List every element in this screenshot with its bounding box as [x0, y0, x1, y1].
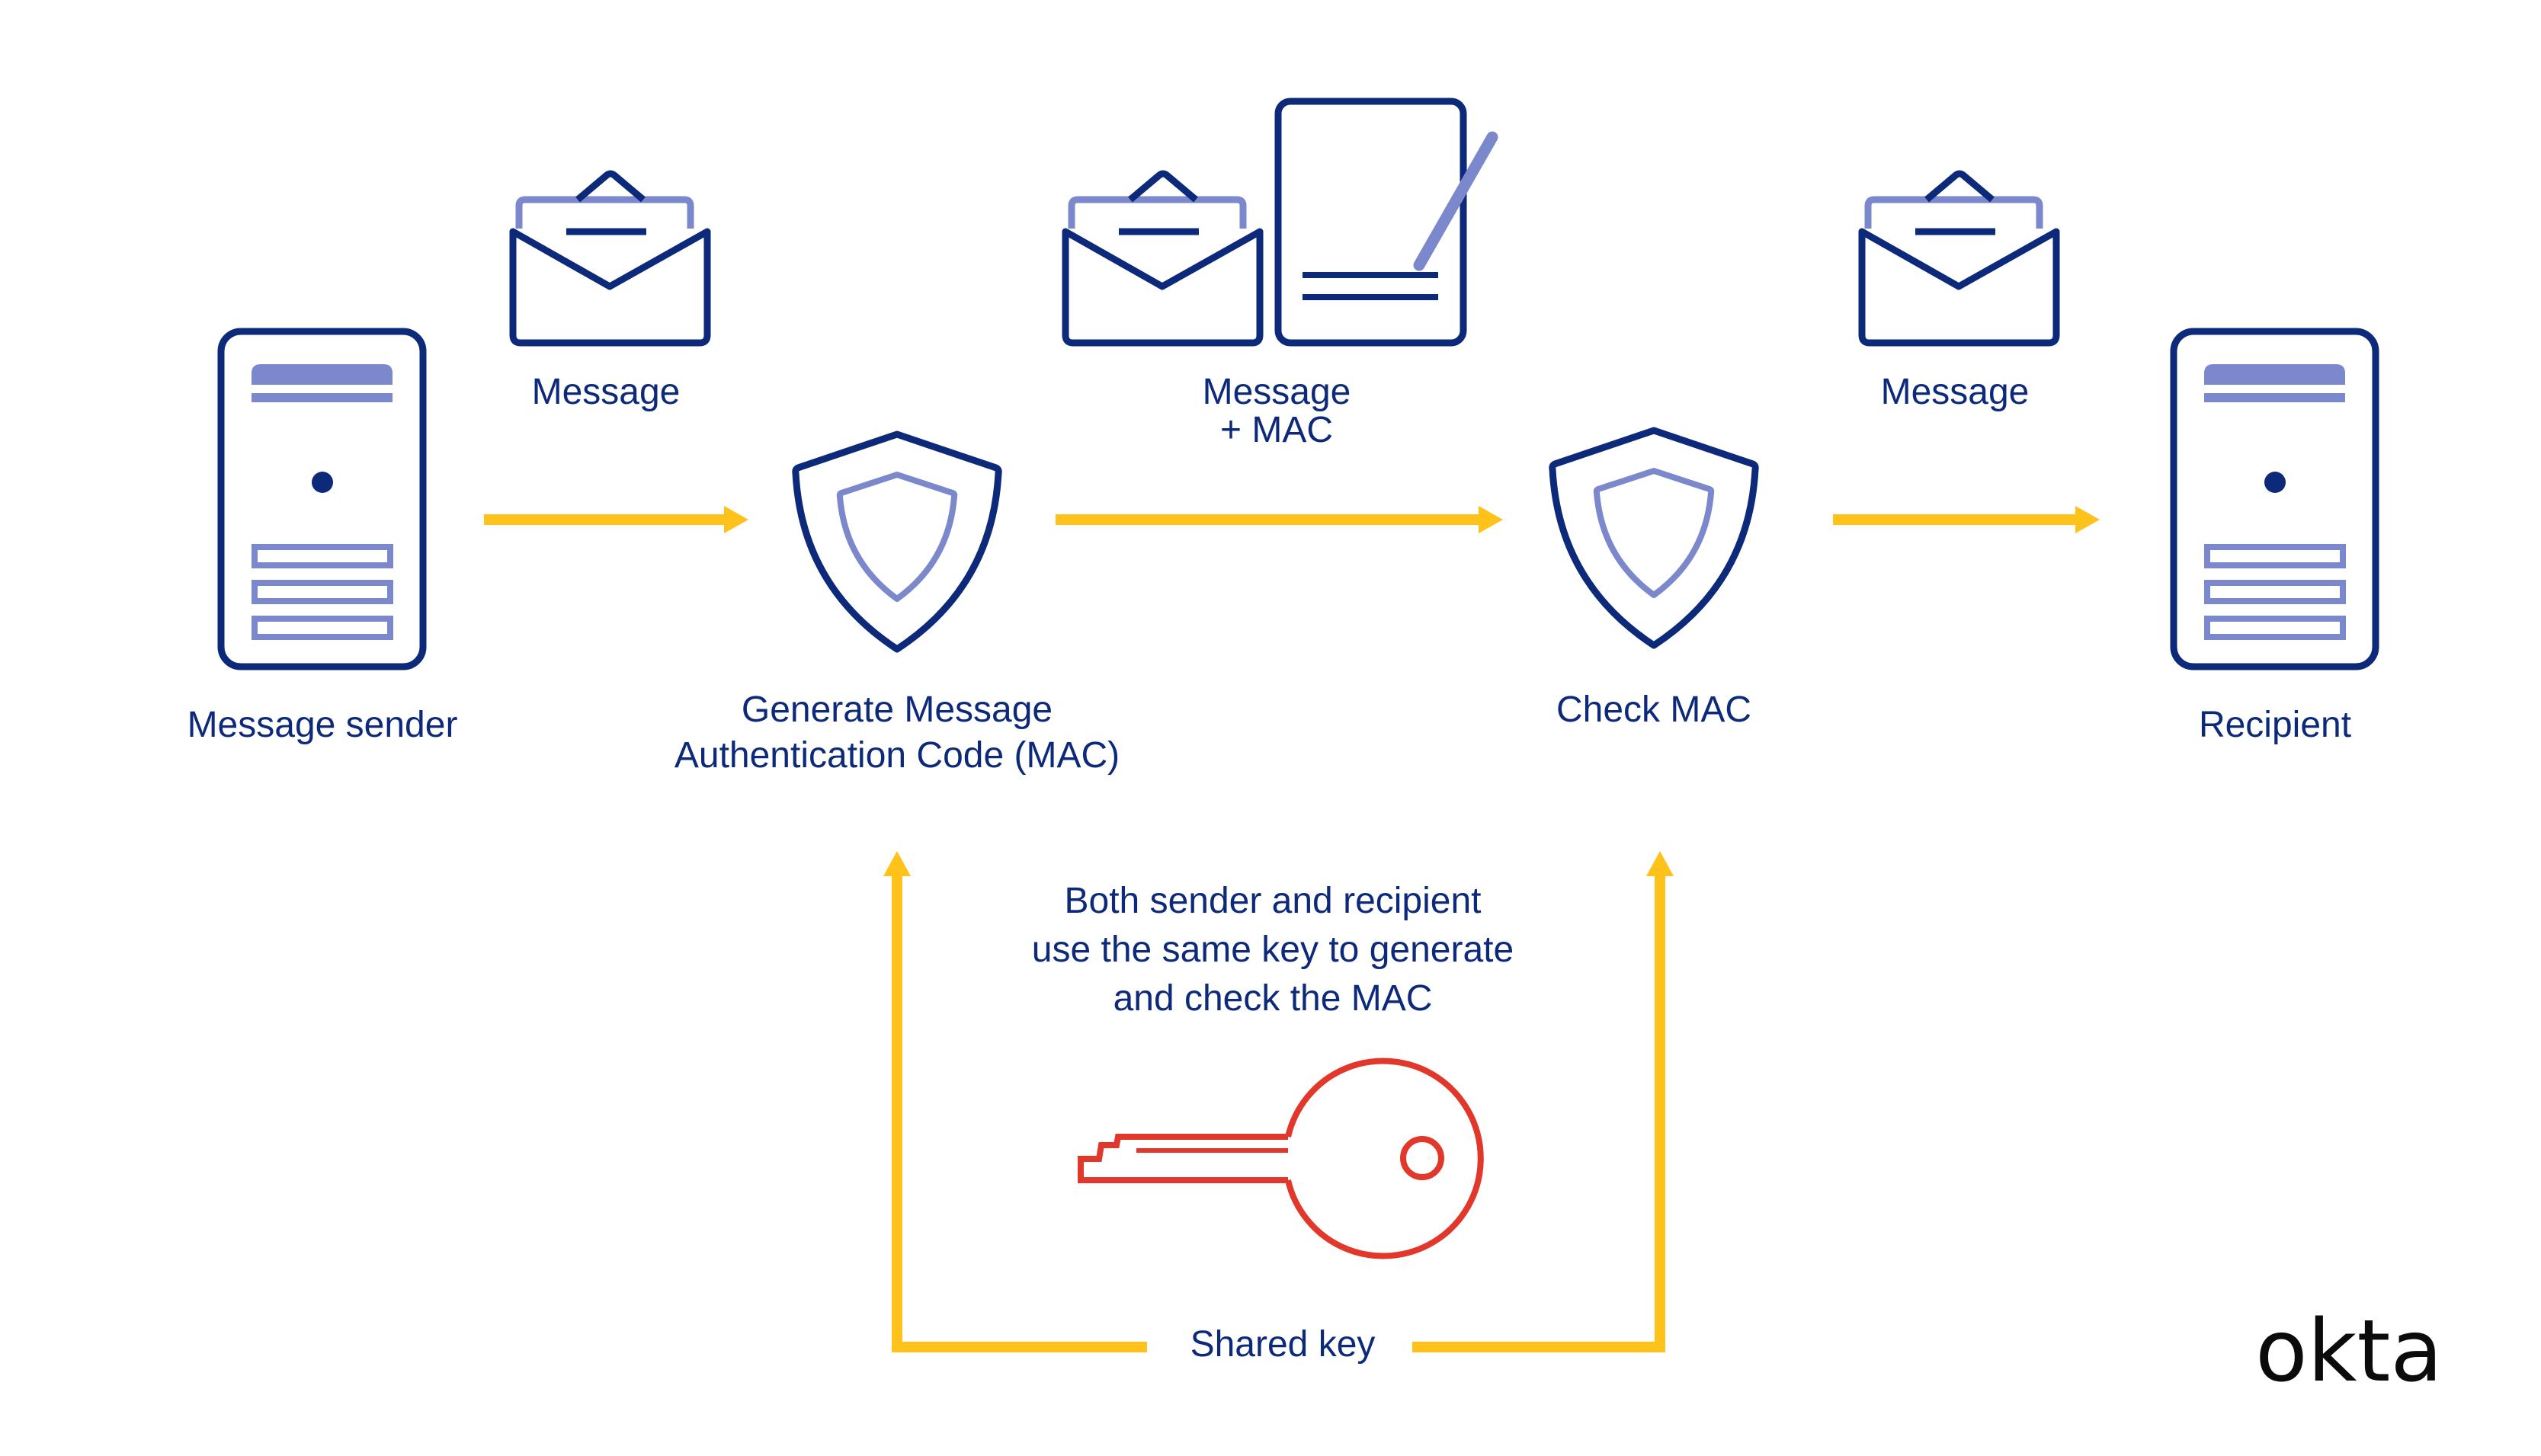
- sender-label: Message sender: [187, 705, 458, 745]
- arrow-key-to-generate: [883, 851, 1147, 1352]
- server-icon: [217, 328, 427, 670]
- message-mac-label-line1: Message: [1203, 372, 1351, 412]
- key-icon: [1078, 1058, 1484, 1259]
- message-label: Message: [532, 372, 681, 412]
- arrow-generate-to-check: [1056, 506, 1503, 533]
- key-note-line2: use the same key to generate: [1032, 930, 1514, 970]
- shield-icon: [1549, 427, 1759, 649]
- arrow-sender-to-generate: [484, 506, 748, 533]
- envelope-icon: [1858, 170, 2060, 347]
- key-note-line3: and check the MAC: [1113, 978, 1433, 1019]
- shield-icon: [792, 430, 1002, 653]
- envelope-icon: [1062, 170, 1264, 347]
- message-mac-label-line2: + MAC: [1220, 410, 1333, 450]
- envelope-icon: [509, 170, 711, 347]
- generate-mac-label-line2: Authentication Code (MAC): [675, 735, 1120, 776]
- generate-mac-label-line1: Generate Message: [742, 690, 1053, 730]
- shared-key-label: Shared key: [1190, 1324, 1376, 1365]
- arrow-key-to-check: [1412, 851, 1674, 1352]
- server-icon: [2170, 328, 2379, 670]
- okta-logo: okta: [2255, 1302, 2443, 1401]
- signed-document-icon: [1274, 98, 1498, 347]
- key-note-line1: Both sender and recipient: [1064, 881, 1481, 921]
- arrow-check-to-recipient: [1833, 506, 2100, 533]
- check-mac-label: Check MAC: [1556, 690, 1751, 730]
- recipient-label: Recipient: [2199, 705, 2351, 745]
- message-label: Message: [1881, 372, 2030, 412]
